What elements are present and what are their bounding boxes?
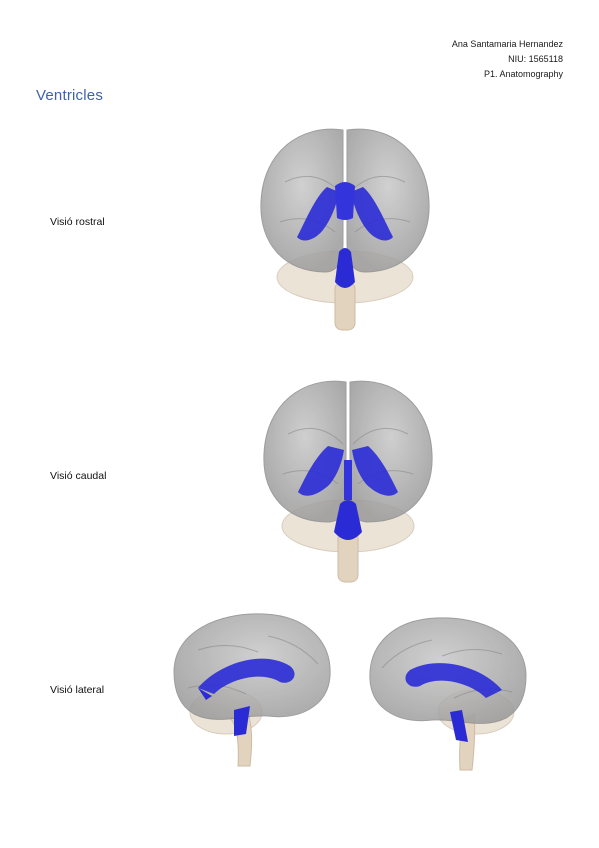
practice-title: P1. Anatomography bbox=[483, 69, 563, 79]
section-title: Ventricles bbox=[36, 87, 104, 104]
brain-lateral-view-left-image bbox=[168, 610, 336, 770]
brain-posterior-view-image bbox=[258, 376, 438, 586]
author-name: Ana Santamaria Hernandez bbox=[451, 39, 563, 49]
student-id: NIU: 1565118 bbox=[508, 54, 563, 64]
document-header: Ana Santamaria Hernandez NIU: 1565118 P1… bbox=[303, 37, 563, 82]
view-label-caudal: Visió caudal bbox=[50, 470, 107, 482]
brain-lateral-view-right-image bbox=[364, 614, 532, 774]
brain-frontal-view-image bbox=[255, 122, 435, 332]
view-label-rostral: Visió rostral bbox=[50, 216, 105, 228]
view-label-lateral: Visió lateral bbox=[50, 684, 105, 696]
